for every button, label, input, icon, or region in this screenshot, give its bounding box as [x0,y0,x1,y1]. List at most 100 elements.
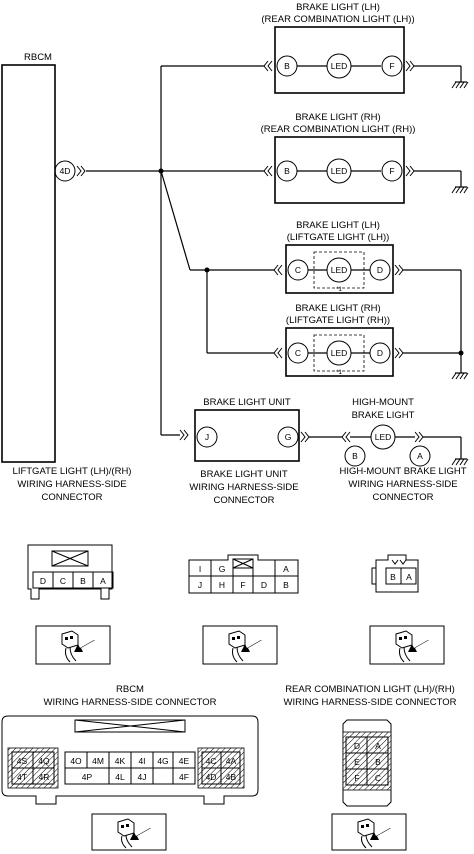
conn-rbcm-pin: 4D [206,772,217,782]
light-3-note: *1 [336,287,342,293]
light-1-led: LED [331,61,348,71]
light-3-pin-right: D [377,265,383,275]
conn-high-mount-pin: A [406,572,412,582]
conn-rear-combo-pin: B [375,757,381,767]
ground-icon [451,372,469,380]
conn-liftgate-line3: CONNECTOR [41,492,102,503]
light-3-led: LED [331,265,348,275]
connector-arrow-icon [263,165,273,177]
conn-rbcm-line2: WIRING HARNESS-SIDE CONNECTOR [44,697,217,708]
high-mount-led: LED [375,432,392,442]
light-4-pin-right: D [377,348,383,358]
plug-icon [91,813,167,851]
conn-liftgate-pin: A [100,576,106,586]
light-1-subtitle: (REAR COMBINATION LIGHT (LH)) [261,14,414,25]
light-4-led: LED [331,348,348,358]
connector-arrow-icon [179,429,189,441]
connector-arrow-icon [263,60,273,72]
ground-icon [451,186,469,194]
conn-liftgate-line1: LIFTGATE LIGHT (LH)/(RH) [13,466,132,477]
light-1-pin-right: F [389,61,394,71]
light-3-pin-left: C [295,265,301,275]
rbcm-box [1,64,56,463]
conn-high-mount-line1: HIGH-MOUNT BRAKE LIGHT [339,466,466,477]
light-4-subtitle: (LIFTGATE LIGHT (RH)) [286,315,390,326]
conn-rbcm-pin: 4O [70,756,82,766]
connector-arrow-icon [273,347,283,359]
conn-rbcm-pin: 4C [206,756,217,766]
light-1-pin-left: B [284,61,290,71]
plug-icon [202,625,278,665]
connector-arrow-icon [405,165,415,177]
conn-rear-combo-shape [342,719,392,807]
light-3-box [285,244,394,294]
light-2-led: LED [331,166,348,176]
light-4-box [285,327,394,377]
connector-arrow-icon [414,431,424,443]
conn-brake-unit-pin: F [240,580,245,590]
conn-rbcm-pin: 4I [138,756,145,766]
connector-arrow-icon [273,264,283,276]
conn-rbcm-pin: 4B [226,772,237,782]
conn-high-mount-line2: WIRING HARNESS-SIDE [348,479,457,490]
brake-unit-title: BRAKE LIGHT UNIT [203,397,291,408]
conn-rbcm-pin: 4P [82,772,93,782]
conn-brake-unit-line2: WIRING HARNESS-SIDE [189,482,298,493]
conn-rbcm-pin: 4F [179,772,189,782]
conn-brake-unit-pin: H [219,580,225,590]
brake-unit-pin-g: G [285,432,292,442]
brake-unit-pin-j: J [205,432,209,442]
plug-icon [331,813,407,851]
conn-rbcm-pin: 4J [138,772,147,782]
connector-arrow-icon [394,347,404,359]
conn-high-mount-shape [371,554,419,593]
connector-arrow-icon [76,165,86,177]
conn-rbcm-pin: 4S [17,756,28,766]
conn-brake-unit-pin: A [283,564,289,574]
high-mount-subtitle: BRAKE LIGHT [352,410,415,421]
ground-icon [451,81,469,89]
light-3-subtitle: (LIFTGATE LIGHT (LH)) [287,232,390,243]
conn-high-mount-line3: CONNECTOR [372,492,433,503]
conn-high-mount-pin: B [390,572,396,582]
conn-rear-combo-pin: C [375,773,381,783]
conn-liftgate-pin: B [80,576,86,586]
light-1-title: BRAKE LIGHT (LH) [296,2,380,13]
conn-rbcm-pin: 4M [92,756,104,766]
junction-dot [458,350,464,356]
ground-icon [451,458,469,466]
conn-rear-combo-line2: WIRING HARNESS-SIDE CONNECTOR [284,697,457,708]
conn-liftgate-shape [27,544,114,600]
light-1-box [274,26,405,94]
conn-brake-unit-pin: D [261,580,267,590]
conn-liftgate-pin: C [60,576,66,586]
rbcm-pin-4d: 4D [54,160,76,182]
conn-brake-unit-pin: J [198,580,202,590]
high-mount-pin-b: B [352,451,358,461]
conn-rear-combo-pin: D [354,741,360,751]
light-2-pin-right: F [389,166,394,176]
conn-liftgate-pin: D [40,576,46,586]
conn-brake-unit-line3: CONNECTOR [213,495,274,506]
conn-rbcm-pin: 4E [179,756,190,766]
light-2-pin-left: B [284,166,290,176]
conn-brake-unit-shape [188,554,299,594]
connector-arrow-icon [341,431,351,443]
conn-brake-unit-pin: B [283,580,289,590]
light-2-title: BRAKE LIGHT (RH) [295,112,380,123]
conn-rbcm-pin: 4T [17,772,27,782]
conn-rbcm-shape [1,715,259,805]
plug-icon [35,625,111,665]
conn-rbcm-pin: 4Q [38,756,50,766]
conn-brake-unit-pin: G [219,564,226,574]
light-4-note: *1 [336,370,342,376]
connector-arrow-icon [405,60,415,72]
conn-rbcm-pin: 4L [115,772,125,782]
conn-rbcm-pin: 4R [39,772,50,782]
high-mount-title: HIGH-MOUNT [352,397,414,408]
conn-brake-unit-line1: BRAKE LIGHT UNIT [200,469,288,480]
conn-brake-unit-pin: I [199,564,201,574]
svg-text:4D: 4D [60,166,71,176]
